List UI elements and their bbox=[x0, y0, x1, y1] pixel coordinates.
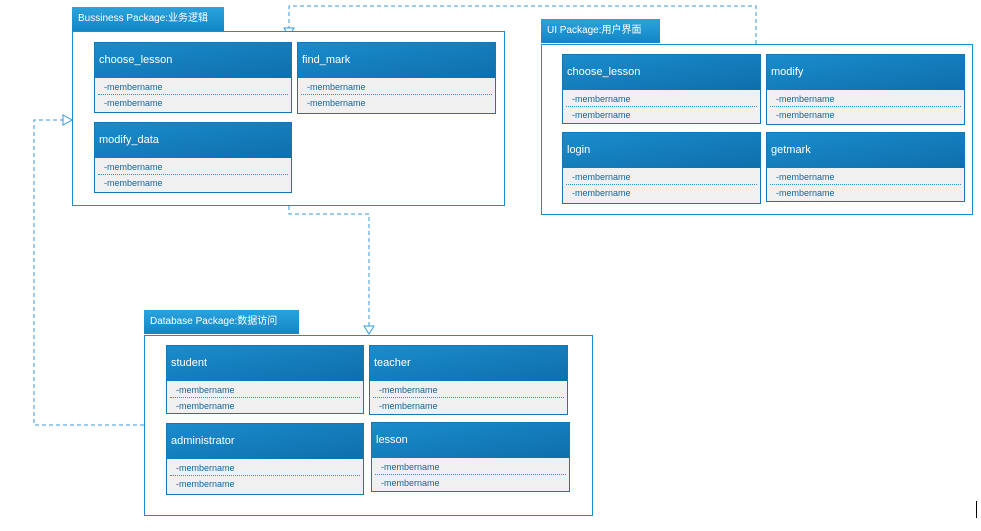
class-name: modify_data bbox=[95, 123, 291, 158]
text-cursor bbox=[976, 501, 977, 518]
business-package[interactable]: choose_lesson -membername -membername fi… bbox=[72, 31, 505, 206]
class-login[interactable]: login -membername -membername bbox=[562, 132, 761, 204]
class-name: administrator bbox=[167, 424, 363, 459]
class-modify-data[interactable]: modify_data -membername -membername bbox=[94, 122, 292, 193]
class-name: modify bbox=[767, 55, 964, 90]
class-attribute: -membername bbox=[307, 98, 366, 108]
class-attribute: -membername bbox=[104, 98, 163, 108]
class-attribute: -membername bbox=[566, 91, 757, 107]
arrowhead-database-top bbox=[363, 325, 375, 335]
class-attribute: -membername bbox=[176, 401, 235, 411]
class-name: login bbox=[563, 133, 760, 168]
business-to-database-connector bbox=[288, 206, 370, 329]
class-name: teacher bbox=[370, 346, 567, 381]
class-modify[interactable]: modify -membername -membername bbox=[766, 54, 965, 125]
class-choose-lesson[interactable]: choose_lesson -membername -membername bbox=[562, 54, 761, 124]
class-choose-lesson[interactable]: choose_lesson -membername -membername bbox=[94, 42, 292, 113]
class-attribute: -membername bbox=[373, 382, 564, 398]
ui-package-tab: UI Package:用户界面 bbox=[541, 19, 660, 43]
class-student[interactable]: student -membername -membername bbox=[166, 345, 364, 414]
class-attribute: -membername bbox=[170, 382, 360, 398]
class-name: lesson bbox=[372, 423, 569, 458]
database-to-business-connector bbox=[33, 119, 144, 426]
class-name: choose_lesson bbox=[95, 43, 291, 78]
class-attribute: -membername bbox=[170, 460, 360, 476]
class-attribute: -membername bbox=[770, 91, 961, 107]
class-administrator[interactable]: administrator -membername -membername bbox=[166, 423, 364, 495]
class-attribute: -membername bbox=[770, 169, 961, 185]
class-name: find_mark bbox=[298, 43, 495, 78]
class-attribute: -membername bbox=[566, 169, 757, 185]
class-attribute: -membername bbox=[572, 110, 631, 120]
class-attribute: -membername bbox=[176, 479, 235, 489]
class-attribute: -membername bbox=[776, 110, 835, 120]
class-attribute: -membername bbox=[776, 188, 835, 198]
database-package[interactable]: student -membername -membername teacher … bbox=[144, 335, 593, 516]
class-name: choose_lesson bbox=[563, 55, 760, 90]
class-attribute: -membername bbox=[104, 178, 163, 188]
business-package-tab: Bussiness Package:业务逻辑 bbox=[72, 7, 224, 31]
class-teacher[interactable]: teacher -membername -membername bbox=[369, 345, 568, 415]
class-find-mark[interactable]: find_mark -membername -membername bbox=[297, 42, 496, 114]
ui-package[interactable]: choose_lesson -membername -membername mo… bbox=[541, 44, 973, 215]
class-name: getmark bbox=[767, 133, 964, 168]
class-lesson[interactable]: lesson -membername -membername bbox=[371, 422, 570, 492]
class-attribute: -membername bbox=[572, 188, 631, 198]
class-attribute: -membername bbox=[301, 79, 492, 95]
class-getmark[interactable]: getmark -membername -membername bbox=[766, 132, 965, 202]
class-attribute: -membername bbox=[98, 159, 288, 175]
class-name: student bbox=[167, 346, 363, 381]
class-attribute: -membername bbox=[98, 79, 288, 95]
class-attribute: -membername bbox=[379, 401, 438, 411]
database-package-tab: Database Package:数据访问 bbox=[144, 310, 299, 334]
class-attribute: -membername bbox=[381, 478, 440, 488]
arrowhead-business-left bbox=[62, 114, 74, 126]
class-attribute: -membername bbox=[375, 459, 566, 475]
